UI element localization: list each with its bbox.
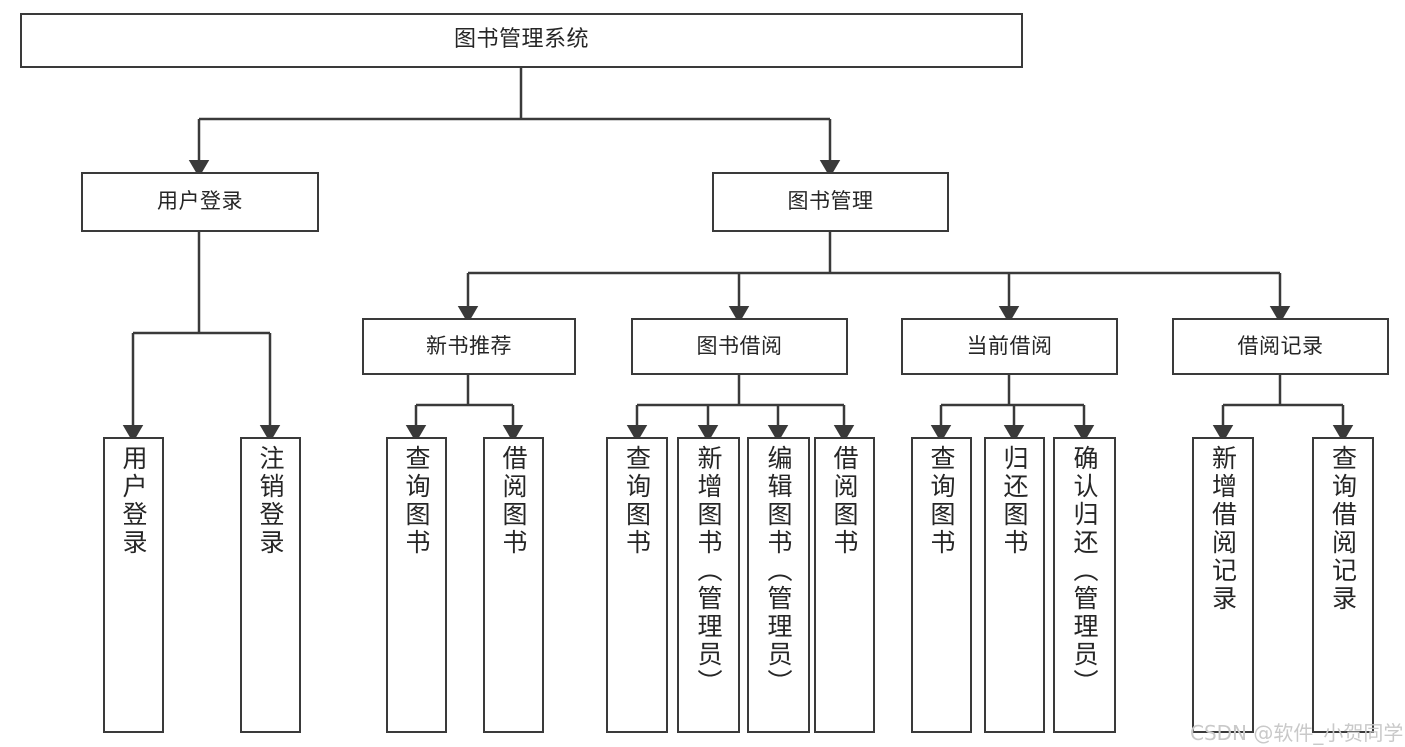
node-leaf-query-book-2-label: 查询图书: [622, 445, 652, 557]
node-borrow-record[interactable]: 借阅记录: [1172, 318, 1389, 375]
edge-group-root: [188, 68, 841, 178]
node-book-borrow[interactable]: 图书借阅: [631, 318, 848, 375]
node-leaf-confirm-return-label: 确认归还（管理员）: [1070, 445, 1099, 697]
edge-group-user-login: [122, 232, 281, 443]
node-user-login-label: 用户登录: [157, 189, 243, 214]
node-new-book-recommend-label: 新书推荐: [426, 333, 512, 358]
node-leaf-add-book-label: 新增图书（管理员）: [694, 445, 723, 697]
node-leaf-query-book-3-label: 查询图书: [927, 445, 956, 557]
node-leaf-query-book-1[interactable]: 查询图书: [386, 437, 447, 733]
node-leaf-return-book-label: 归还图书: [1000, 445, 1029, 557]
node-leaf-add-record[interactable]: 新增借阅记录: [1192, 437, 1254, 733]
csdn-watermark: CSDN @软件_小贺同学: [1190, 721, 1404, 745]
node-leaf-edit-book[interactable]: 编辑图书（管理员）: [747, 437, 810, 733]
edge-group-book-borrow: [626, 375, 855, 443]
node-leaf-query-book-3[interactable]: 查询图书: [911, 437, 972, 733]
node-leaf-query-book-2[interactable]: 查询图书: [606, 437, 668, 733]
node-leaf-user-logout-label: 注销登录: [256, 445, 285, 557]
node-book-manage[interactable]: 图书管理: [712, 172, 949, 232]
node-leaf-confirm-return[interactable]: 确认归还（管理员）: [1053, 437, 1116, 733]
node-leaf-query-book-1-label: 查询图书: [402, 445, 431, 557]
node-leaf-borrow-book-1-label: 借阅图书: [499, 445, 528, 557]
edge-group-book-manage: [457, 232, 1291, 324]
node-leaf-user-logout[interactable]: 注销登录: [240, 437, 301, 733]
node-leaf-add-record-label: 新增借阅记录: [1208, 445, 1238, 613]
node-book-manage-label: 图书管理: [787, 189, 874, 214]
node-current-borrow-label: 当前借阅: [966, 333, 1053, 358]
node-leaf-return-book[interactable]: 归还图书: [984, 437, 1045, 733]
node-book-borrow-label: 图书借阅: [696, 333, 783, 358]
edge-group-current-borrow: [930, 375, 1095, 443]
node-root[interactable]: 图书管理系统: [20, 13, 1023, 68]
edge-group-new-book-recommend: [405, 375, 524, 443]
node-leaf-user-login-label: 用户登录: [119, 445, 148, 557]
node-borrow-record-label: 借阅记录: [1237, 333, 1324, 358]
node-root-label: 图书管理系统: [453, 27, 589, 53]
node-new-book-recommend[interactable]: 新书推荐: [362, 318, 576, 375]
node-current-borrow[interactable]: 当前借阅: [901, 318, 1118, 375]
node-leaf-query-record[interactable]: 查询借阅记录: [1312, 437, 1374, 733]
node-user-login[interactable]: 用户登录: [81, 172, 319, 232]
node-leaf-borrow-book-2[interactable]: 借阅图书: [814, 437, 875, 733]
node-leaf-borrow-book-2-label: 借阅图书: [830, 445, 859, 557]
node-leaf-user-login[interactable]: 用户登录: [103, 437, 164, 733]
node-leaf-borrow-book-1[interactable]: 借阅图书: [483, 437, 544, 733]
node-leaf-edit-book-label: 编辑图书（管理员）: [764, 445, 793, 697]
edge-group-borrow-record: [1212, 375, 1354, 443]
node-leaf-query-record-label: 查询借阅记录: [1328, 445, 1358, 613]
node-leaf-add-book[interactable]: 新增图书（管理员）: [677, 437, 740, 733]
